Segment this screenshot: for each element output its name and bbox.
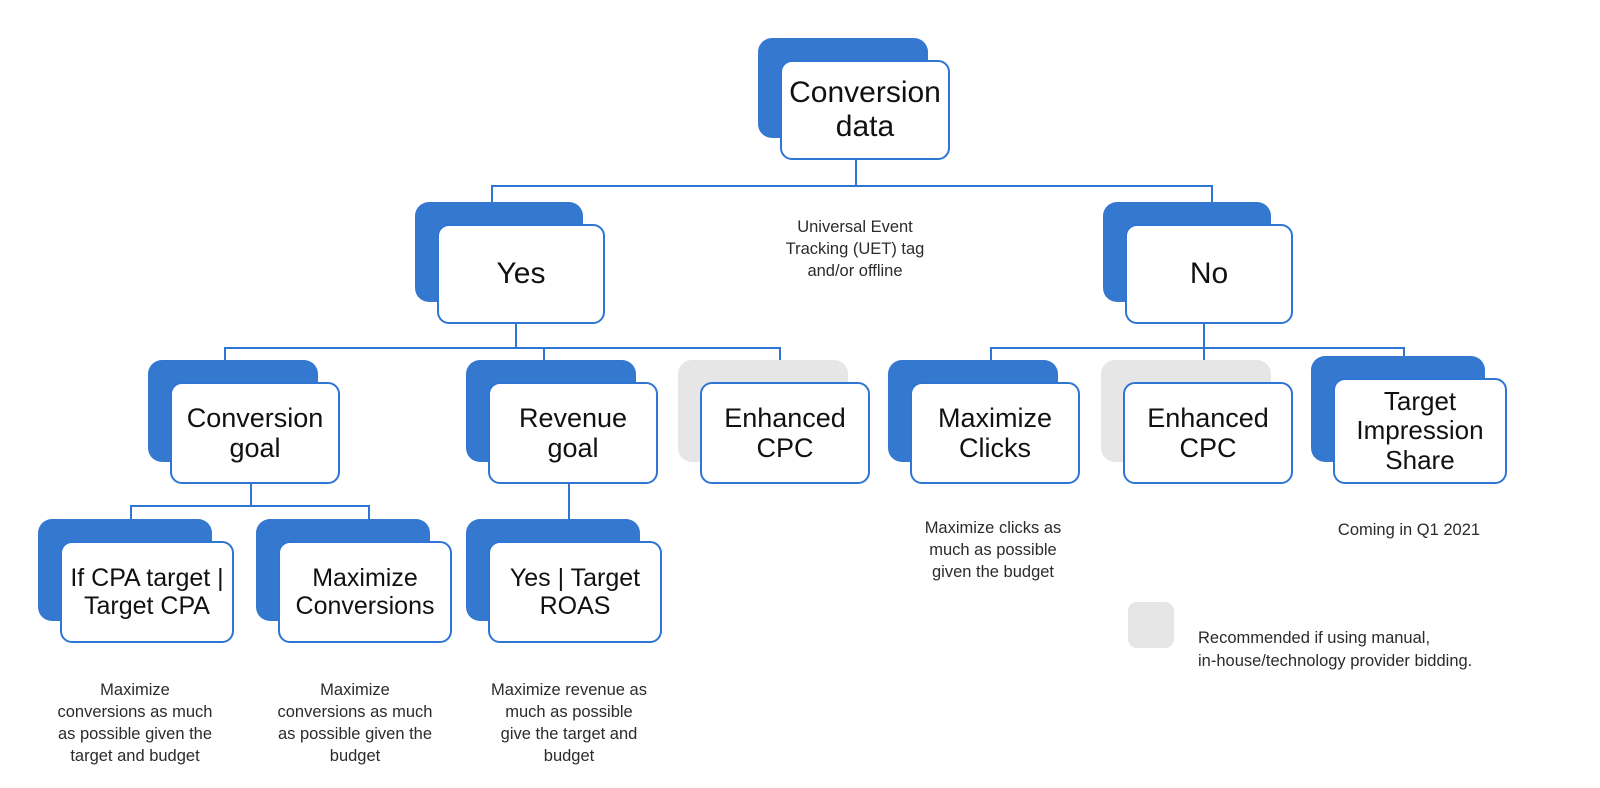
node-label: Enhanced CPC <box>724 402 846 463</box>
connector-no-stem <box>1203 322 1205 348</box>
node-label: Target Impression Share <box>1356 386 1484 475</box>
node-target-impression-share[interactable]: Target Impression Share <box>1311 356 1507 484</box>
legend-text: Recommended if using manual, in-house/te… <box>1198 628 1473 670</box>
node-conversion-data[interactable]: Conversion data <box>758 38 950 160</box>
legend-gray-swatch-icon <box>1128 602 1174 648</box>
node-card[interactable]: Yes | Target ROAS <box>488 541 662 643</box>
node-label: Conversion data <box>789 76 941 143</box>
node-label: Yes <box>496 257 546 291</box>
caption-maximize-clicks: Maximize clicks as much as possible give… <box>900 496 1086 584</box>
node-maximize-clicks[interactable]: Maximize Clicks <box>888 360 1080 484</box>
connector-conversion-goal-bus <box>130 505 370 507</box>
node-label: Revenue goal <box>518 402 628 463</box>
node-card[interactable]: Revenue goal <box>488 382 658 484</box>
caption-target-impression-share: Coming in Q1 2021 <box>1311 498 1507 542</box>
caption-text: Coming in Q1 2021 <box>1337 520 1481 539</box>
node-card[interactable]: No <box>1125 224 1293 324</box>
node-target-cpa[interactable]: If CPA target | Target CPA <box>38 519 234 643</box>
node-label: Maximize Conversions <box>295 564 435 620</box>
node-enhanced-cpc-left[interactable]: Enhanced CPC <box>678 360 870 484</box>
connector-no-to-enhanced-cpc-right <box>1203 347 1205 369</box>
node-card[interactable]: Maximize Conversions <box>278 541 452 643</box>
caption-text: Maximize conversions as much as possible… <box>277 680 433 765</box>
node-label: Enhanced CPC <box>1147 402 1269 463</box>
node-revenue-goal[interactable]: Revenue goal <box>466 360 658 484</box>
legend: Recommended if using manual, in-house/te… <box>1128 602 1548 670</box>
node-enhanced-cpc-right[interactable]: Enhanced CPC <box>1101 360 1293 484</box>
caption-target-roas: Maximize revenue as much as possible giv… <box>466 658 672 768</box>
caption-text: Maximize revenue as much as possible giv… <box>491 680 647 765</box>
branch-label-uet: Universal Event Tracking (UET) tag and/o… <box>745 195 965 283</box>
connector-no-bus <box>990 347 1405 349</box>
node-label: Yes | Target ROAS <box>509 564 641 620</box>
node-card[interactable]: Conversion goal <box>170 382 340 484</box>
node-label: No <box>1189 257 1229 291</box>
node-target-roas[interactable]: Yes | Target ROAS <box>466 519 662 643</box>
node-card[interactable]: Conversion data <box>780 60 950 160</box>
connector-yes-stem <box>515 322 517 348</box>
node-yes[interactable]: Yes <box>415 202 605 324</box>
node-card[interactable]: Enhanced CPC <box>1123 382 1293 484</box>
caption-text: Maximize conversions as much as possible… <box>57 680 213 765</box>
caption-target-cpa: Maximize conversions as much as possible… <box>32 658 238 768</box>
connector-revenue-goal-stem <box>568 482 570 539</box>
node-maximize-conversions[interactable]: Maximize Conversions <box>256 519 452 643</box>
connector-yes-bus <box>224 347 781 349</box>
connector-root-bus <box>491 185 1213 187</box>
caption-text: Maximize clicks as much as possible give… <box>924 518 1062 581</box>
connector-yes-to-enhanced-cpc-left <box>779 347 781 369</box>
connector-root-stem <box>855 158 857 186</box>
node-label: Conversion goal <box>186 402 324 463</box>
node-card[interactable]: Enhanced CPC <box>700 382 870 484</box>
node-conversion-goal[interactable]: Conversion goal <box>148 360 340 484</box>
node-card[interactable]: Target Impression Share <box>1333 378 1507 484</box>
connector-conversion-goal-stem <box>250 482 252 506</box>
branch-label-text: Universal Event Tracking (UET) tag and/o… <box>785 217 925 280</box>
node-label: If CPA target | Target CPA <box>70 564 224 620</box>
node-card[interactable]: Maximize Clicks <box>910 382 1080 484</box>
node-label: Maximize Clicks <box>937 402 1052 463</box>
legend-description: Recommended if using manual, in-house/te… <box>1198 604 1472 672</box>
node-card[interactable]: If CPA target | Target CPA <box>60 541 234 643</box>
node-card[interactable]: Yes <box>437 224 605 324</box>
node-no[interactable]: No <box>1103 202 1293 324</box>
caption-maximize-conversions: Maximize conversions as much as possible… <box>252 658 458 768</box>
